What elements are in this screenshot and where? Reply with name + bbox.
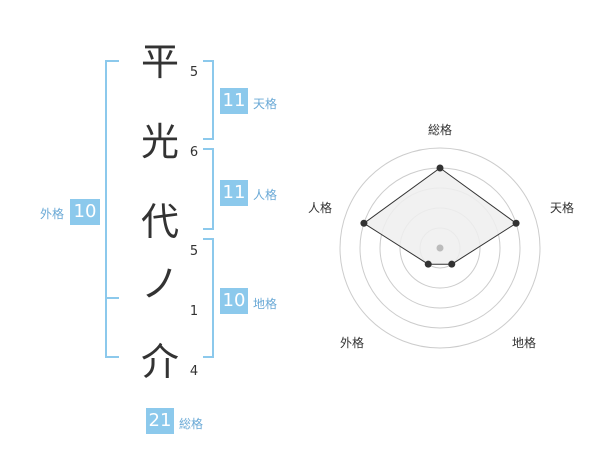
radar-center-dot — [436, 244, 444, 252]
radar-point-2 — [512, 219, 520, 227]
chikaku-value-badge: 10 — [220, 288, 248, 314]
radar-label-jinkaku: 人格 — [307, 201, 332, 215]
stroke-count-4: 1 — [189, 304, 199, 319]
radar-value-polygon — [363, 167, 517, 265]
tenkaku-value-badge: 11 — [220, 88, 248, 114]
chikaku-label: 地格 — [253, 297, 278, 311]
stroke-count-2: 6 — [189, 145, 199, 160]
radar-label-chikaku: 地格 — [511, 336, 536, 350]
radar-label-tenkaku: 天格 — [549, 201, 574, 215]
gaikaku-value-badge: 10 — [70, 199, 100, 225]
tenkaku-label: 天格 — [253, 97, 278, 111]
radar-label-gaikaku: 外格 — [339, 336, 364, 350]
radar-grid-ring — [339, 147, 541, 349]
radar-point-1 — [436, 164, 444, 172]
stroke-count-1: 5 — [189, 65, 199, 80]
name-char-5: 介 — [140, 340, 179, 384]
radar-point-4 — [424, 260, 432, 268]
stroke-count-3: 5 — [189, 244, 199, 259]
radar-point-5 — [360, 219, 368, 227]
name-char-2: 光 — [140, 120, 179, 164]
radar-point-3 — [448, 260, 456, 268]
name-char-1: 平 — [140, 40, 179, 84]
radar-label-soukaku: 総格 — [427, 123, 452, 137]
jinkaku-label: 人格 — [253, 188, 278, 202]
jinkaku-value-badge: 11 — [220, 180, 248, 206]
soukaku-value-badge: 21 — [146, 408, 174, 434]
gaikaku-label: 外格 — [40, 207, 65, 221]
stroke-count-5: 4 — [189, 364, 199, 379]
name-char-4: ノ — [140, 262, 179, 306]
soukaku-label: 総格 — [179, 417, 204, 431]
name-char-3: 代 — [140, 200, 179, 244]
